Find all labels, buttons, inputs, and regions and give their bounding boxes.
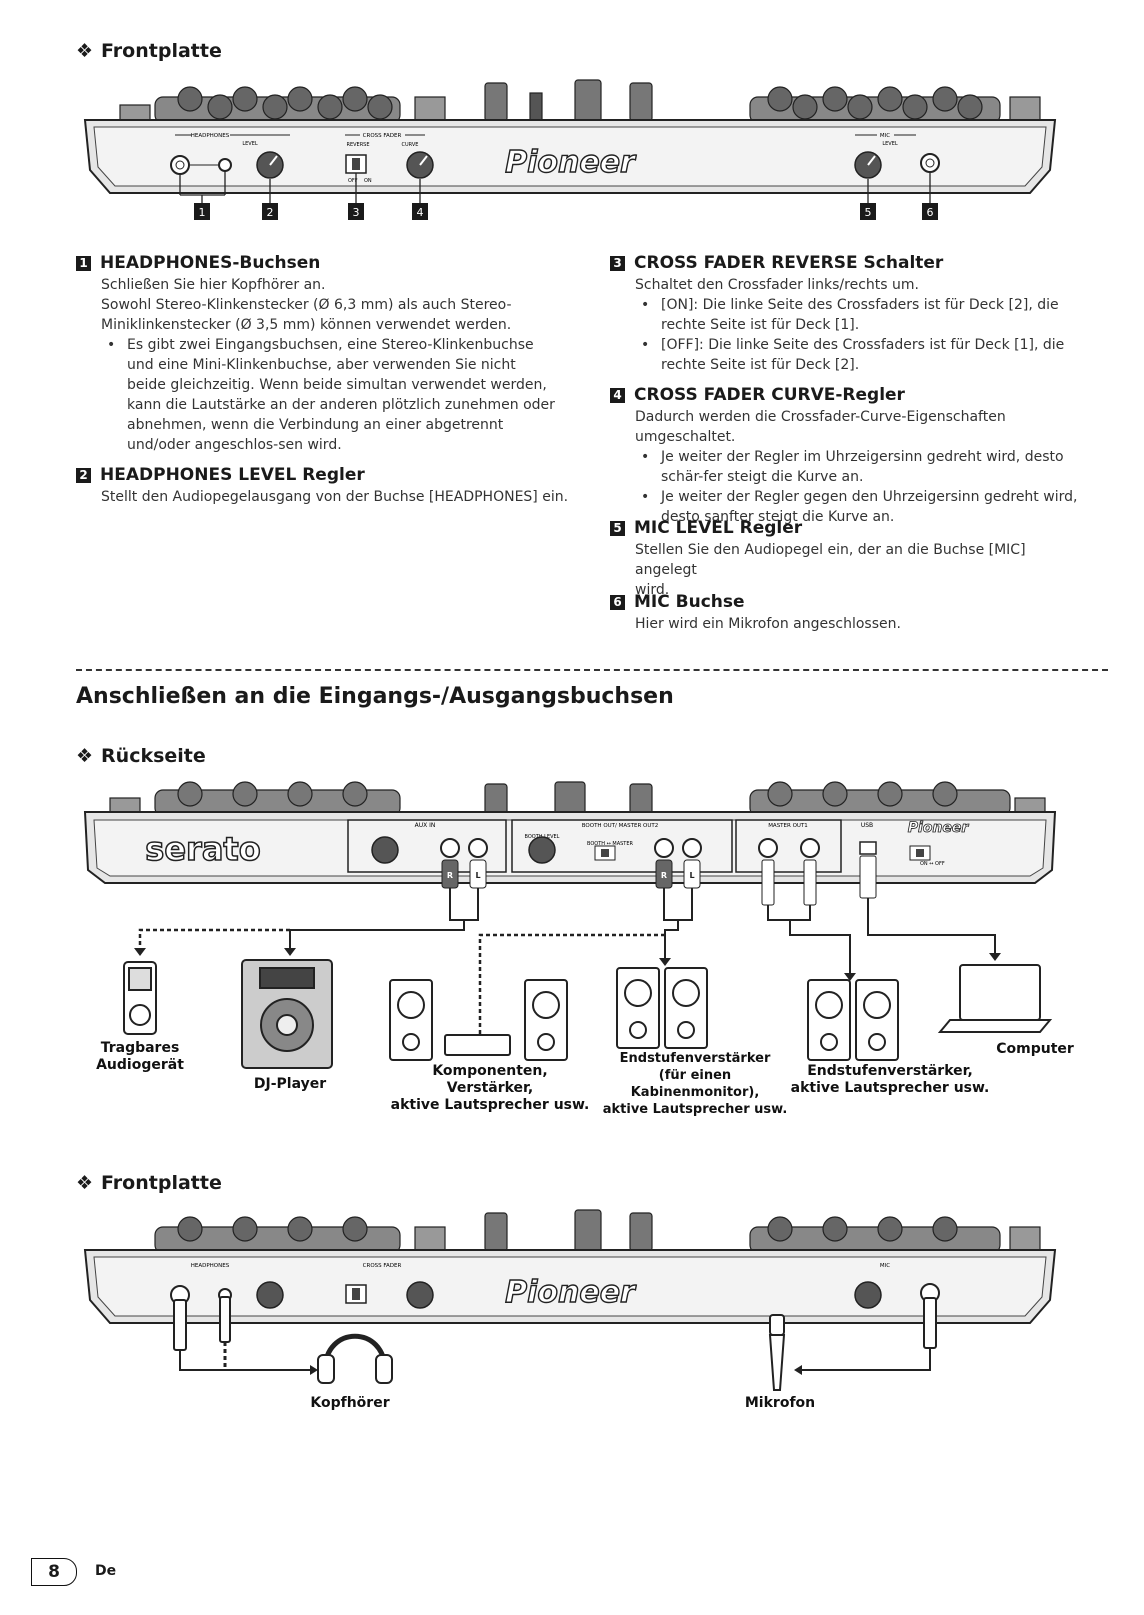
caption-amp: Endstufenverstärker, aktive Lautsprecher… <box>790 1063 990 1096</box>
headphones-label: HEADPHONES <box>191 1263 230 1269</box>
item-bullet: [ON]: Die linke Seite des Crossfaders is… <box>635 295 1090 335</box>
pioneer-logo: Pioneer <box>505 145 637 180</box>
item-title: HEADPHONES LEVEL Regler <box>100 465 365 485</box>
caption-portable-audio: Tragbares Audiogerät <box>96 1040 184 1073</box>
rear-panel-heading: ❖ Rückseite <box>76 745 206 767</box>
item-text: Dadurch werden die Crossfader-Curve-Eige… <box>635 409 1006 445</box>
rear-panel-illustration: serato AUX IN BOOTH OUT/ MASTER OUT2 BOO… <box>83 781 1057 1069</box>
item-cross-fader-curve: 4 CROSS FADER CURVE-Regler Dadurch werden… <box>610 385 1090 527</box>
item-title: CROSS FADER CURVE-Regler <box>634 385 905 405</box>
callout-2: 2 <box>267 206 274 219</box>
mic-level-label: LEVEL <box>882 141 898 147</box>
on-label: ON <box>364 178 372 184</box>
section-divider <box>76 669 1108 671</box>
item-text: Stellen Sie den Audiopegel ein, der an d… <box>635 542 1026 578</box>
on-off-label: ON ↔ OFF <box>920 861 945 867</box>
booth-out-label: BOOTH OUT/ MASTER OUT2 <box>582 823 659 829</box>
cross-fader-label: CROSS FADER <box>363 1263 402 1269</box>
item-number: 5 <box>610 520 625 536</box>
diamond-icon: ❖ <box>76 1172 94 1194</box>
usb-label: USB <box>861 822 873 829</box>
mic-label: MIC <box>880 133 890 139</box>
item-text: Stellt den Audiopegelausgang von der Buc… <box>101 489 569 505</box>
item-number: 4 <box>610 387 625 403</box>
curve-label: CURVE <box>402 142 419 148</box>
item-headphones-level: 2 HEADPHONES LEVEL Regler Stellt den Audi… <box>76 465 576 507</box>
plug-l-label: L <box>689 871 694 880</box>
item-bullet: [OFF]: Die linke Seite des Crossfaders i… <box>635 335 1090 375</box>
front-panel-connections-illustration: HEADPHONES CROSS FADER MIC Pioneer <box>83 1209 1057 1391</box>
heading-text: Frontplatte <box>101 1172 222 1194</box>
level-label: LEVEL <box>242 141 258 147</box>
item-mic-level: 5 MIC LEVEL Regler Stellen Sie den Audiop… <box>610 518 1090 600</box>
item-bullet: Es gibt zwei Eingangsbuchsen, eine Stere… <box>101 335 557 455</box>
front-panel-heading-2: ❖ Frontplatte <box>76 1172 222 1194</box>
item-number: 3 <box>610 255 625 271</box>
page-number: 8 <box>31 1558 77 1586</box>
caption-headphones: Kopfhörer <box>310 1395 390 1411</box>
off-label: OFF <box>348 178 358 184</box>
callout-6: 6 <box>927 206 934 219</box>
callout-1: 1 <box>199 206 206 219</box>
item-text: Sowohl Stereo-Klinkenstecker (Ø 6,3 mm) … <box>101 297 512 313</box>
master-out1-label: MASTER OUT1 <box>768 823 808 829</box>
callout-4: 4 <box>417 206 424 219</box>
caption-booth-amp: Endstufenverstärker (für einen Kabinenmo… <box>602 1051 788 1117</box>
front-panel-heading: ❖ Frontplatte <box>76 40 222 62</box>
item-bullet: Je weiter der Regler gegen den Uhrzeiger… <box>635 487 1090 527</box>
item-number: 2 <box>76 467 91 483</box>
item-text: Schaltet den Crossfader links/rechts um. <box>635 277 919 293</box>
heading-text: Frontplatte <box>101 40 222 62</box>
pioneer-logo: Pioneer <box>908 820 970 836</box>
mic-label: MIC <box>880 1263 890 1269</box>
section-title: Anschließen an die Eingangs-/Ausgangsbuc… <box>76 684 674 709</box>
item-title: MIC Buchse <box>634 592 745 612</box>
item-text: Miniklinkenstecker (Ø 3,5 mm) können ver… <box>101 317 512 333</box>
item-text: Schließen Sie hier Kopfhörer an. <box>101 277 326 293</box>
pioneer-logo: Pioneer <box>505 1275 637 1310</box>
headphones-label: HEADPHONES <box>191 133 230 139</box>
page-language: De <box>95 1563 117 1579</box>
plug-r-label: R <box>661 871 667 880</box>
item-title: HEADPHONES-Buchsen <box>100 253 321 273</box>
aux-in-label: AUX IN <box>415 822 436 829</box>
item-title: CROSS FADER REVERSE Schalter <box>634 253 944 273</box>
front-panel-illustration: HEADPHONES LEVEL CROSS FADER REVERSE CUR… <box>83 79 1057 220</box>
item-bullet: Je weiter der Regler im Uhrzeigersinn ge… <box>635 447 1090 487</box>
reverse-label: REVERSE <box>346 142 369 148</box>
diamond-icon: ❖ <box>76 745 94 767</box>
item-text: Hier wird ein Mikrofon angeschlossen. <box>635 616 901 632</box>
plug-l-label: L <box>475 871 480 880</box>
caption-computer: Computer <box>996 1041 1074 1057</box>
item-number: 6 <box>610 594 625 610</box>
item-cross-fader-reverse: 3 CROSS FADER REVERSE Schalter Schaltet d… <box>610 253 1090 375</box>
booth-master-label: BOOTH ↔ MASTER <box>587 841 634 847</box>
caption-microphone: Mikrofon <box>744 1395 816 1411</box>
diamond-icon: ❖ <box>76 40 94 62</box>
item-headphones-jacks: 1 HEADPHONES-Buchsen Schließen Sie hier K… <box>76 253 566 455</box>
item-number: 1 <box>76 255 91 271</box>
callout-5: 5 <box>865 206 872 219</box>
item-mic-jack: 6 MIC Buchse Hier wird ein Mikrofon anges… <box>610 592 1090 634</box>
item-title: MIC LEVEL Regler <box>634 518 803 538</box>
callout-3: 3 <box>353 206 360 219</box>
plug-r-label: R <box>447 871 453 880</box>
heading-text: Rückseite <box>101 745 206 767</box>
caption-components: Komponenten, Verstärker, aktive Lautspre… <box>390 1063 590 1113</box>
caption-dj-player: DJ-Player <box>253 1076 327 1092</box>
serato-logo: serato <box>145 830 260 868</box>
item-text: wird. <box>635 582 670 598</box>
cross-fader-label: CROSS FADER <box>363 133 402 139</box>
